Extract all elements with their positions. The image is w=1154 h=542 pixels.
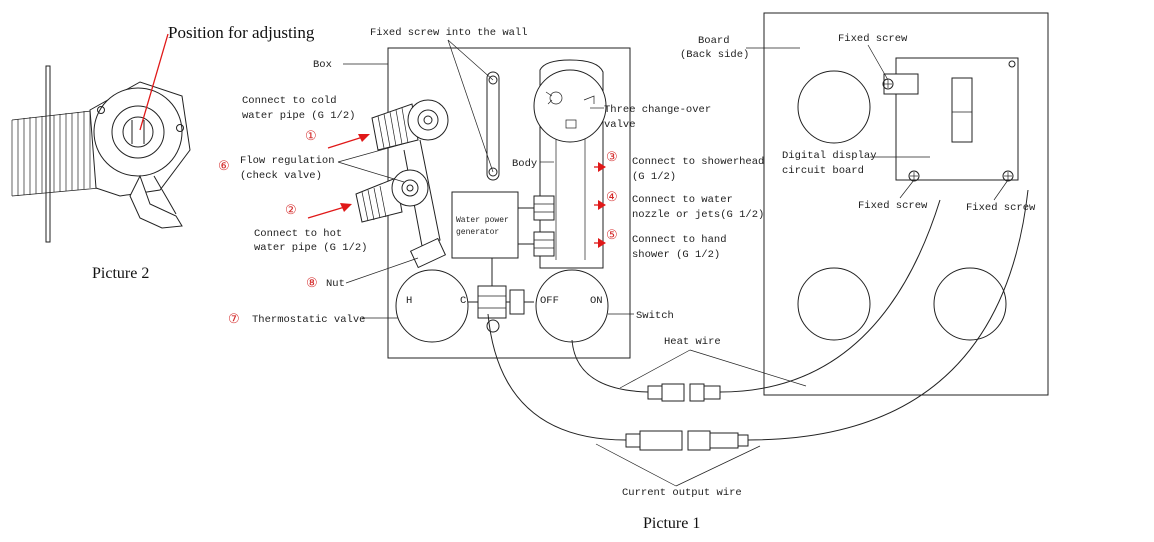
- hand-shower-label-2: shower (G 1/2): [632, 249, 720, 261]
- valve-h-label: H: [406, 295, 412, 307]
- fixed-screw-left-label: Fixed screw: [858, 200, 928, 212]
- marker-1: ①: [305, 128, 317, 143]
- thermostatic-valve: [395, 269, 469, 343]
- heat-wire-label: Heat wire: [664, 336, 721, 348]
- fixed-screw-top-label: Fixed screw: [838, 33, 908, 45]
- board-label-2: (Back side): [680, 49, 749, 61]
- cold-pipe-label-1: Connect to cold: [242, 95, 337, 107]
- showerhead-label-1: Connect to showerhead: [632, 156, 764, 168]
- digital-display-label-2: circuit board: [782, 165, 864, 177]
- body-label: Body: [512, 158, 537, 170]
- three-changeover-label-1: Three change-over: [604, 104, 711, 116]
- picture1-caption: Picture 1: [643, 515, 700, 532]
- wall-screw-slot-top: [486, 71, 500, 181]
- marker-7: ⑦: [228, 311, 240, 326]
- board-hole-bottom-left: [797, 267, 871, 341]
- fixed-screw-left-icon: [908, 170, 920, 182]
- marker-3: ③: [606, 149, 618, 164]
- digital-display-label-1: Digital display: [782, 150, 877, 162]
- fixed-screw-top-icon: [882, 78, 894, 90]
- valve-c-label: C: [460, 295, 466, 307]
- generator-label-1: Water power: [456, 216, 509, 225]
- fixed-screw-wall-label: Fixed screw into the wall: [370, 27, 528, 39]
- water-power-generator: [451, 191, 519, 259]
- switch-label: Switch: [636, 310, 674, 322]
- switch-on-label: ON: [590, 295, 603, 307]
- three-changeover-label-2: valve: [604, 119, 636, 131]
- marker-4: ④: [606, 189, 618, 204]
- showerhead-label-2: (G 1/2): [632, 171, 676, 183]
- cold-water-inlet: [371, 99, 449, 247]
- picture2-caption: Picture 2: [92, 265, 149, 282]
- marker-5: ⑤: [606, 227, 618, 242]
- three-changeover-valve: [533, 69, 607, 143]
- nut-label: Nut: [326, 278, 345, 290]
- red-callout-arrows: [307, 134, 606, 248]
- nozzle-label-2: nozzle or jets(G 1/2): [632, 209, 764, 221]
- flow-regulation-label-1: Flow regulation: [240, 155, 335, 167]
- fixed-screw-right-label: Fixed screw: [966, 202, 1036, 214]
- generator-label-2: generator: [456, 228, 499, 237]
- box-label: Box: [313, 59, 332, 71]
- wall-screw-bottom: [486, 319, 500, 333]
- hand-shower-label-1: Connect to hand: [632, 234, 727, 246]
- board-hole-bottom-right: [933, 267, 1007, 341]
- board-label-1: Board: [698, 35, 730, 47]
- marker-6: ⑥: [218, 158, 230, 173]
- body-column: [539, 59, 604, 269]
- hot-pipe-label-1: Connect to hot: [254, 228, 342, 240]
- marker-2: ②: [285, 202, 297, 217]
- thermostatic-label: Thermostatic valve: [252, 314, 365, 326]
- marker-8: ⑧: [306, 275, 318, 290]
- picture2-valve-detail: [11, 33, 191, 243]
- hot-pipe-label-2: water pipe (G 1/2): [254, 242, 367, 254]
- switch-off-label: OFF: [540, 295, 559, 307]
- board-hole-top-left: [797, 70, 871, 144]
- current-output-wire: [487, 189, 1029, 451]
- current-output-wire-label: Current output wire: [622, 487, 742, 499]
- position-for-adjusting-caption: Position for adjusting: [168, 23, 315, 42]
- cold-pipe-label-2: water pipe (G 1/2): [242, 110, 355, 122]
- fixed-screw-right-icon: [1002, 170, 1014, 182]
- nozzle-label-1: Connect to water: [632, 194, 733, 206]
- hot-water-inlet: [355, 169, 429, 223]
- heat-wire: [571, 199, 941, 402]
- flow-regulation-label-2: (check valve): [240, 170, 322, 182]
